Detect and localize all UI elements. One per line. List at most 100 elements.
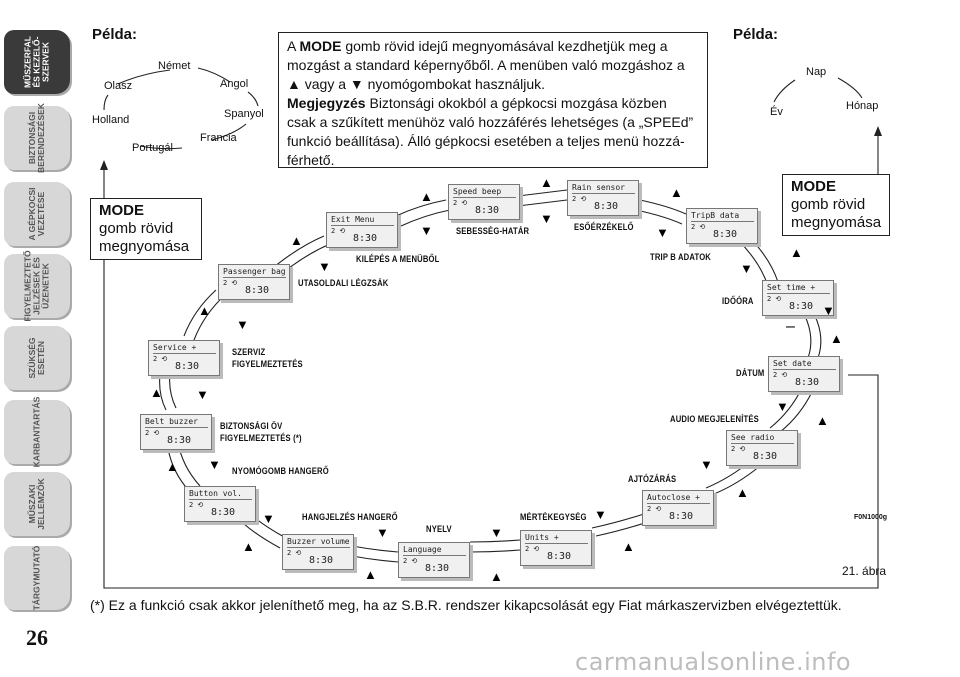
- screen-icon: 2 ⟲: [525, 545, 540, 553]
- language-french: Francia: [200, 132, 237, 144]
- mode-box-left-title: MODE: [99, 202, 144, 219]
- down-arrow-icon: ▼: [262, 511, 275, 526]
- screen-icon: 2 ⟲: [331, 227, 346, 235]
- label-see-radio: AUDIO MEGJELENÍTÉS: [670, 414, 759, 424]
- date-year: Év: [770, 106, 783, 118]
- screen-time: 8:30: [425, 563, 450, 574]
- up-arrow-icon: ▲: [420, 189, 433, 204]
- screen-icon: 2 ⟲: [767, 295, 782, 303]
- label-passenger-bag: UTASOLDALI LÉGZSÁK: [298, 278, 389, 288]
- down-arrow-icon: ▼: [822, 303, 835, 318]
- description-box: A MODE gomb rövid idejű megnyomásával ke…: [278, 32, 708, 168]
- screen-icon: 2 ⟲: [189, 501, 204, 509]
- label-set-time: IDŐÓRA: [722, 296, 754, 306]
- description-mode-word: MODE: [299, 38, 342, 54]
- up-arrow-icon: ▲: [490, 569, 503, 584]
- example-left-heading: Példa:: [92, 26, 138, 43]
- up-arrow-icon: ▲: [670, 185, 683, 200]
- up-arrow-icon: ▲: [622, 539, 635, 554]
- screen-title: Units +: [525, 533, 588, 544]
- screen-title: Set date: [773, 359, 836, 370]
- language-portuguese: Portugál: [132, 142, 173, 154]
- screen-service: Service +2 ⟲8:30: [148, 340, 220, 376]
- tab-figyelmezteto[interactable]: FIGYELMEZTETŐ JELZÉSEK ÉS ÜZENETEK: [4, 250, 70, 322]
- label-set-date: DÁTUM: [736, 368, 765, 378]
- screen-title: Passenger bag: [223, 267, 286, 278]
- screen-title: Speed beep: [453, 187, 516, 198]
- screen-time: 8:30: [353, 233, 378, 244]
- screen-icon: 2 ⟲: [647, 505, 662, 513]
- screen-title: See radio: [731, 433, 794, 444]
- page-number: 26: [26, 625, 48, 650]
- screen-icon: 2 ⟲: [403, 557, 418, 565]
- screen-time: 8:30: [713, 229, 738, 240]
- mode-box-left-text: gomb rövid megnyomása: [99, 220, 190, 255]
- screen-time: 8:30: [795, 377, 820, 388]
- screen-icon: 2 ⟲: [453, 199, 468, 207]
- description-note-title: Megjegyzés: [287, 95, 366, 111]
- language-spanish: Spanyol: [224, 108, 264, 120]
- up-arrow-icon: ▲: [540, 175, 553, 190]
- label-belt-buzzer: BIZTONSÁGI ÖV FIGYELMEZTETÉS (*): [220, 421, 302, 443]
- figure-code: F0N1000g: [854, 514, 888, 521]
- down-arrow-icon: ▼: [236, 317, 249, 332]
- down-arrow-icon: ▼: [196, 387, 209, 402]
- screen-icon: 2 ⟲: [287, 549, 302, 557]
- screen-icon: 2 ⟲: [773, 371, 788, 379]
- down-arrow-icon: ▼: [776, 399, 789, 414]
- description-intro-b: gomb rövid idejű megnyomásával kezdhetjü…: [287, 38, 685, 92]
- date-month: Hónap: [846, 100, 879, 112]
- label-button-vol: NYOMÓGOMB HANGERŐ: [232, 466, 329, 476]
- chapter-sidebar: MŰSZERFAL ÉS KEZELŐ- SZERVEK BIZTONSÁGI …: [0, 30, 78, 610]
- tab-targymutato[interactable]: TÁRGYMUTATÓ: [4, 546, 70, 610]
- tab-gepkocsi-vezetese[interactable]: A GÉPKOCSI VEZETÉSE: [4, 182, 70, 246]
- screen-icon: 2 ⟲: [572, 195, 587, 203]
- date-day: Nap: [806, 66, 827, 78]
- screen-title: Set time +: [767, 283, 830, 294]
- up-arrow-icon: ▲: [736, 485, 749, 500]
- screen-time: 8:30: [475, 205, 500, 216]
- screen-autoclose: Autoclose +2 ⟲8:30: [642, 490, 714, 526]
- screen-time: 8:30: [594, 201, 619, 212]
- screen-title: Belt buzzer: [145, 417, 208, 428]
- screen-title: TripB data: [691, 211, 754, 222]
- screen-time: 8:30: [167, 435, 192, 446]
- tab-biztonsagi[interactable]: BIZTONSÁGI BERENDEZÉSEK: [4, 103, 70, 173]
- screen-title: Exit Menu: [331, 215, 394, 226]
- screen-icon: 2 ⟲: [145, 429, 160, 437]
- up-arrow-icon: ▲: [242, 539, 255, 554]
- description-note-text: Biztonsági okokból a gépkocsi mozgása kö…: [287, 95, 694, 168]
- label-language: NYELV: [426, 524, 452, 534]
- mode-box-right-text: gomb rövid megnyomása: [791, 196, 882, 231]
- screen-icon: 2 ⟲: [731, 445, 746, 453]
- screen-time: 8:30: [245, 285, 270, 296]
- up-arrow-icon: ▲: [830, 331, 843, 346]
- down-arrow-icon: ▼: [700, 457, 713, 472]
- label-autoclose: AJTÓZÁRÁS: [628, 474, 677, 484]
- up-arrow-icon: ▲: [290, 233, 303, 248]
- example-right-heading: Példa:: [733, 26, 779, 43]
- down-arrow-icon: ▼: [318, 259, 331, 274]
- down-arrow-icon: ▼: [594, 507, 607, 522]
- label-tripb-data: TRIP B ADATOK: [650, 252, 712, 262]
- up-arrow-icon: ▲: [816, 413, 829, 428]
- figure-caption: 21. ábra: [842, 564, 887, 578]
- screen-time: 8:30: [789, 301, 814, 312]
- up-arrow-icon: ▲: [166, 459, 179, 474]
- screen-icon: 2 ⟲: [223, 279, 238, 287]
- tab-szukseg-eseten[interactable]: SZÜKSÉG ESETÉN: [4, 326, 70, 390]
- tab-muszaki[interactable]: MŰSZAKI JELLEMZŐK: [4, 472, 70, 536]
- mode-box-right: MODE gomb rövid megnyomása: [782, 174, 890, 236]
- screen-title: Rain sensor: [572, 183, 635, 194]
- up-arrow-icon: ▲: [790, 245, 803, 260]
- language-german: Német: [158, 60, 191, 72]
- tab-karbantartas[interactable]: KARBANTARTÁS: [4, 397, 70, 467]
- mode-box-right-title: MODE: [791, 178, 836, 195]
- down-arrow-icon: ▼: [740, 261, 753, 276]
- tab-muszerfal[interactable]: MŰSZERFAL ÉS KEZELŐ- SZERVEK: [4, 30, 70, 94]
